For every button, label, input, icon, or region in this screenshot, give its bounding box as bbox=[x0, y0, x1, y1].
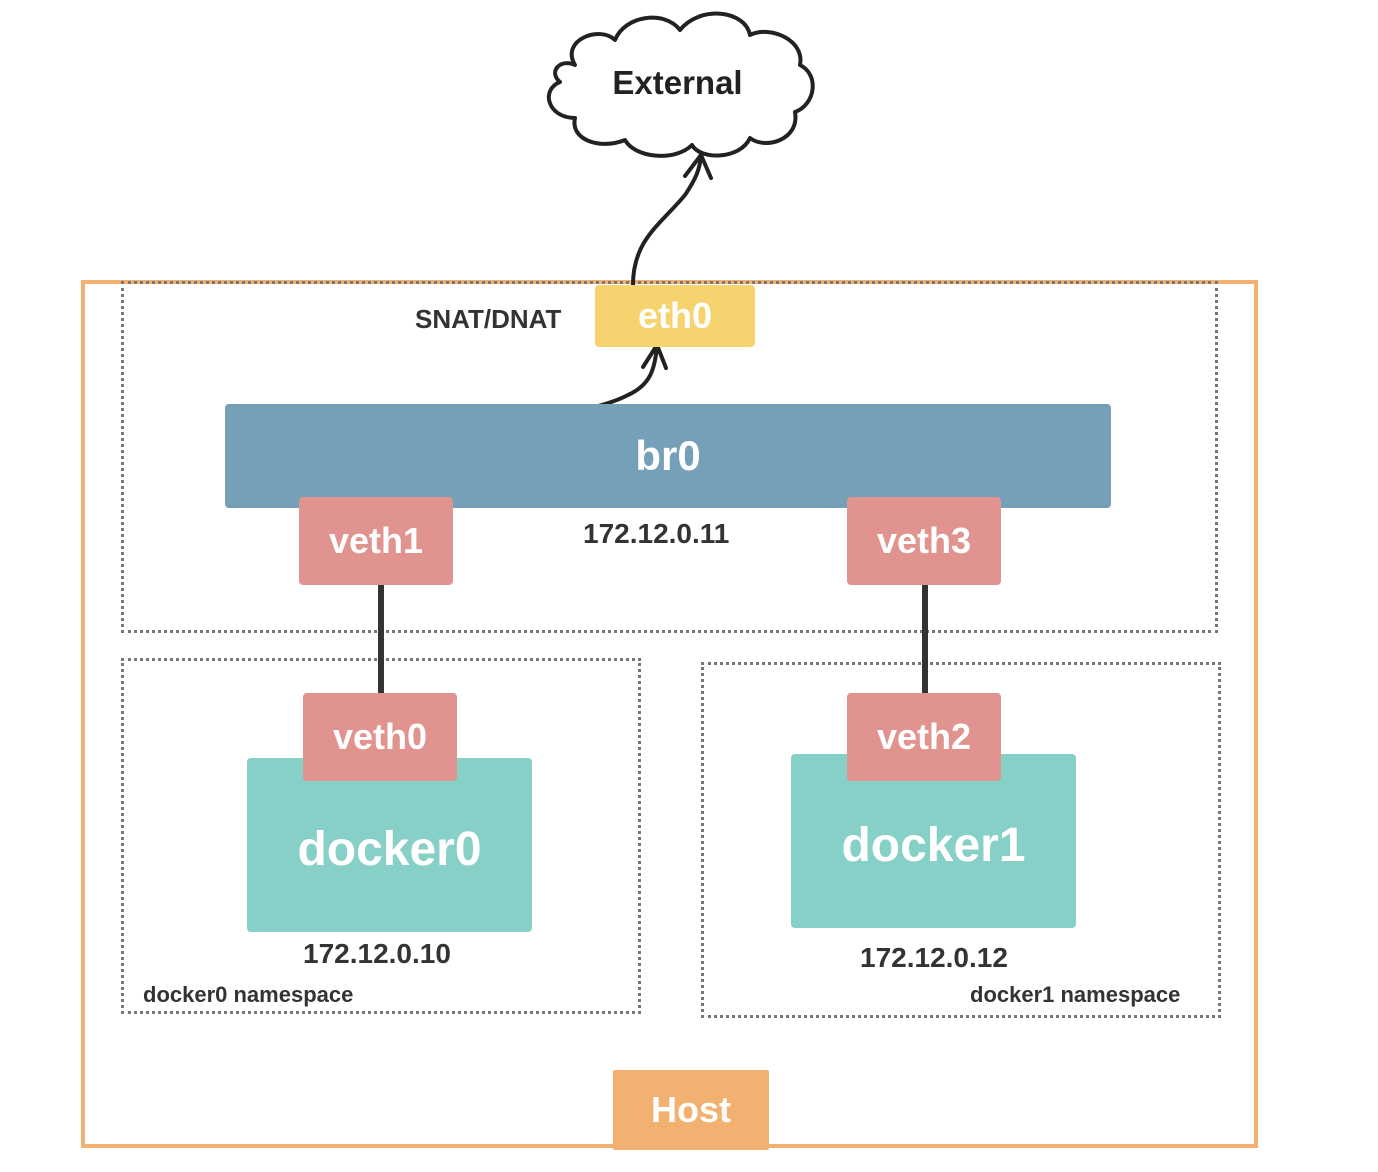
snat-dnat-label: SNAT/DNAT bbox=[415, 304, 562, 334]
br0-ip-label: 172.12.0.11 bbox=[583, 518, 730, 549]
docker0-namespace-label: docker0 namespace bbox=[143, 982, 354, 1007]
docker1-ip-label: 172.12.0.12 bbox=[860, 942, 1008, 973]
docker0-container: docker0 bbox=[247, 758, 532, 932]
eth0-interface: eth0 bbox=[595, 285, 755, 347]
cloud-icon bbox=[547, 11, 815, 158]
external-label: External bbox=[612, 64, 743, 101]
veth0-interface: veth0 bbox=[303, 693, 457, 781]
external-arrowhead bbox=[683, 153, 713, 180]
docker1-namespace-label: docker1 namespace bbox=[970, 982, 1181, 1007]
veth2-interface: veth2 bbox=[847, 693, 1001, 781]
host-namespace-frame bbox=[121, 281, 1218, 633]
docker1-namespace-frame bbox=[701, 662, 1221, 1018]
veth3-interface: veth3 bbox=[847, 497, 1001, 585]
docker0-ip-label: 172.12.0.10 bbox=[303, 938, 451, 969]
eth0-to-external-link bbox=[631, 153, 703, 287]
veth1-interface: veth1 bbox=[299, 497, 453, 585]
docker1-container: docker1 bbox=[791, 754, 1076, 928]
host-label: Host bbox=[613, 1070, 769, 1150]
br0-bridge: br0 bbox=[225, 404, 1111, 508]
